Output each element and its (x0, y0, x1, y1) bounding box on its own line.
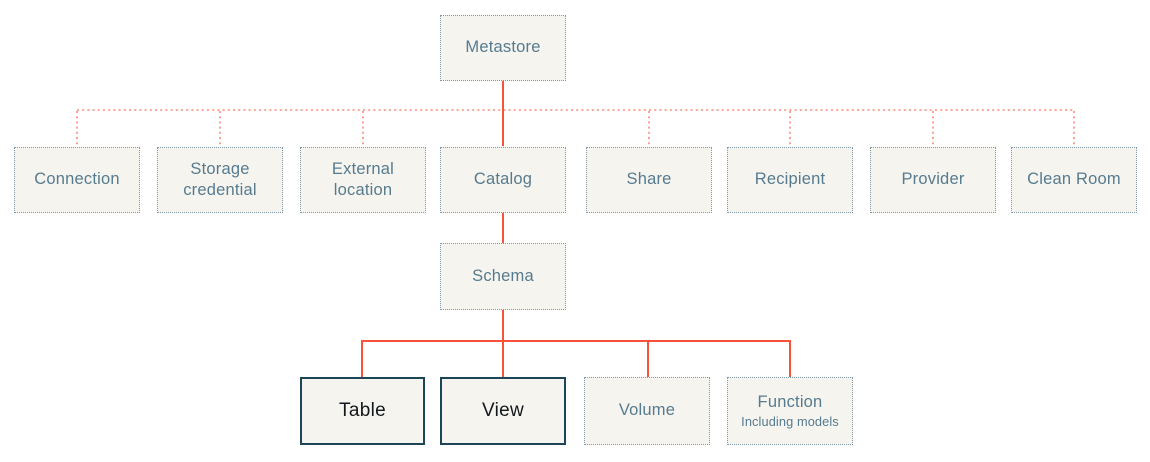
node-share: Share (586, 147, 712, 213)
node-schema-label: Schema (472, 266, 534, 285)
node-view: View (440, 377, 566, 445)
node-share-label: Share (626, 170, 672, 189)
node-volume-label: Volume (618, 401, 676, 420)
node-storage-credential-label: Storage credential (183, 159, 257, 199)
node-external-location-label: External location (331, 159, 395, 199)
connector-solid-spine (361, 81, 791, 377)
node-recipient-label: Recipient (754, 170, 826, 189)
node-recipient: Recipient (727, 147, 853, 213)
node-catalog: Catalog (440, 147, 566, 213)
node-function-sublabel: Including models (741, 414, 839, 430)
node-clean-room-label: Clean Room (1027, 170, 1121, 189)
node-storage-credential: Storage credential (157, 147, 283, 213)
node-metastore-label: Metastore (465, 38, 541, 57)
node-external-location: External location (300, 147, 426, 213)
node-clean-room: Clean Room (1011, 147, 1137, 213)
node-table: Table (300, 377, 425, 445)
node-connection-label: Connection (34, 170, 120, 189)
node-view-label: View (481, 399, 525, 421)
node-catalog-label: Catalog (473, 170, 533, 189)
node-function: Function Including models (727, 377, 853, 445)
node-provider: Provider (870, 147, 996, 213)
node-metastore: Metastore (440, 15, 566, 81)
node-schema: Schema (440, 243, 566, 310)
connector-dotted-rail (76, 109, 1075, 146)
node-volume: Volume (584, 377, 710, 445)
node-table-label: Table (339, 399, 386, 421)
node-connection: Connection (14, 147, 140, 213)
node-provider-label: Provider (901, 170, 965, 189)
node-function-label: Function (757, 392, 823, 411)
